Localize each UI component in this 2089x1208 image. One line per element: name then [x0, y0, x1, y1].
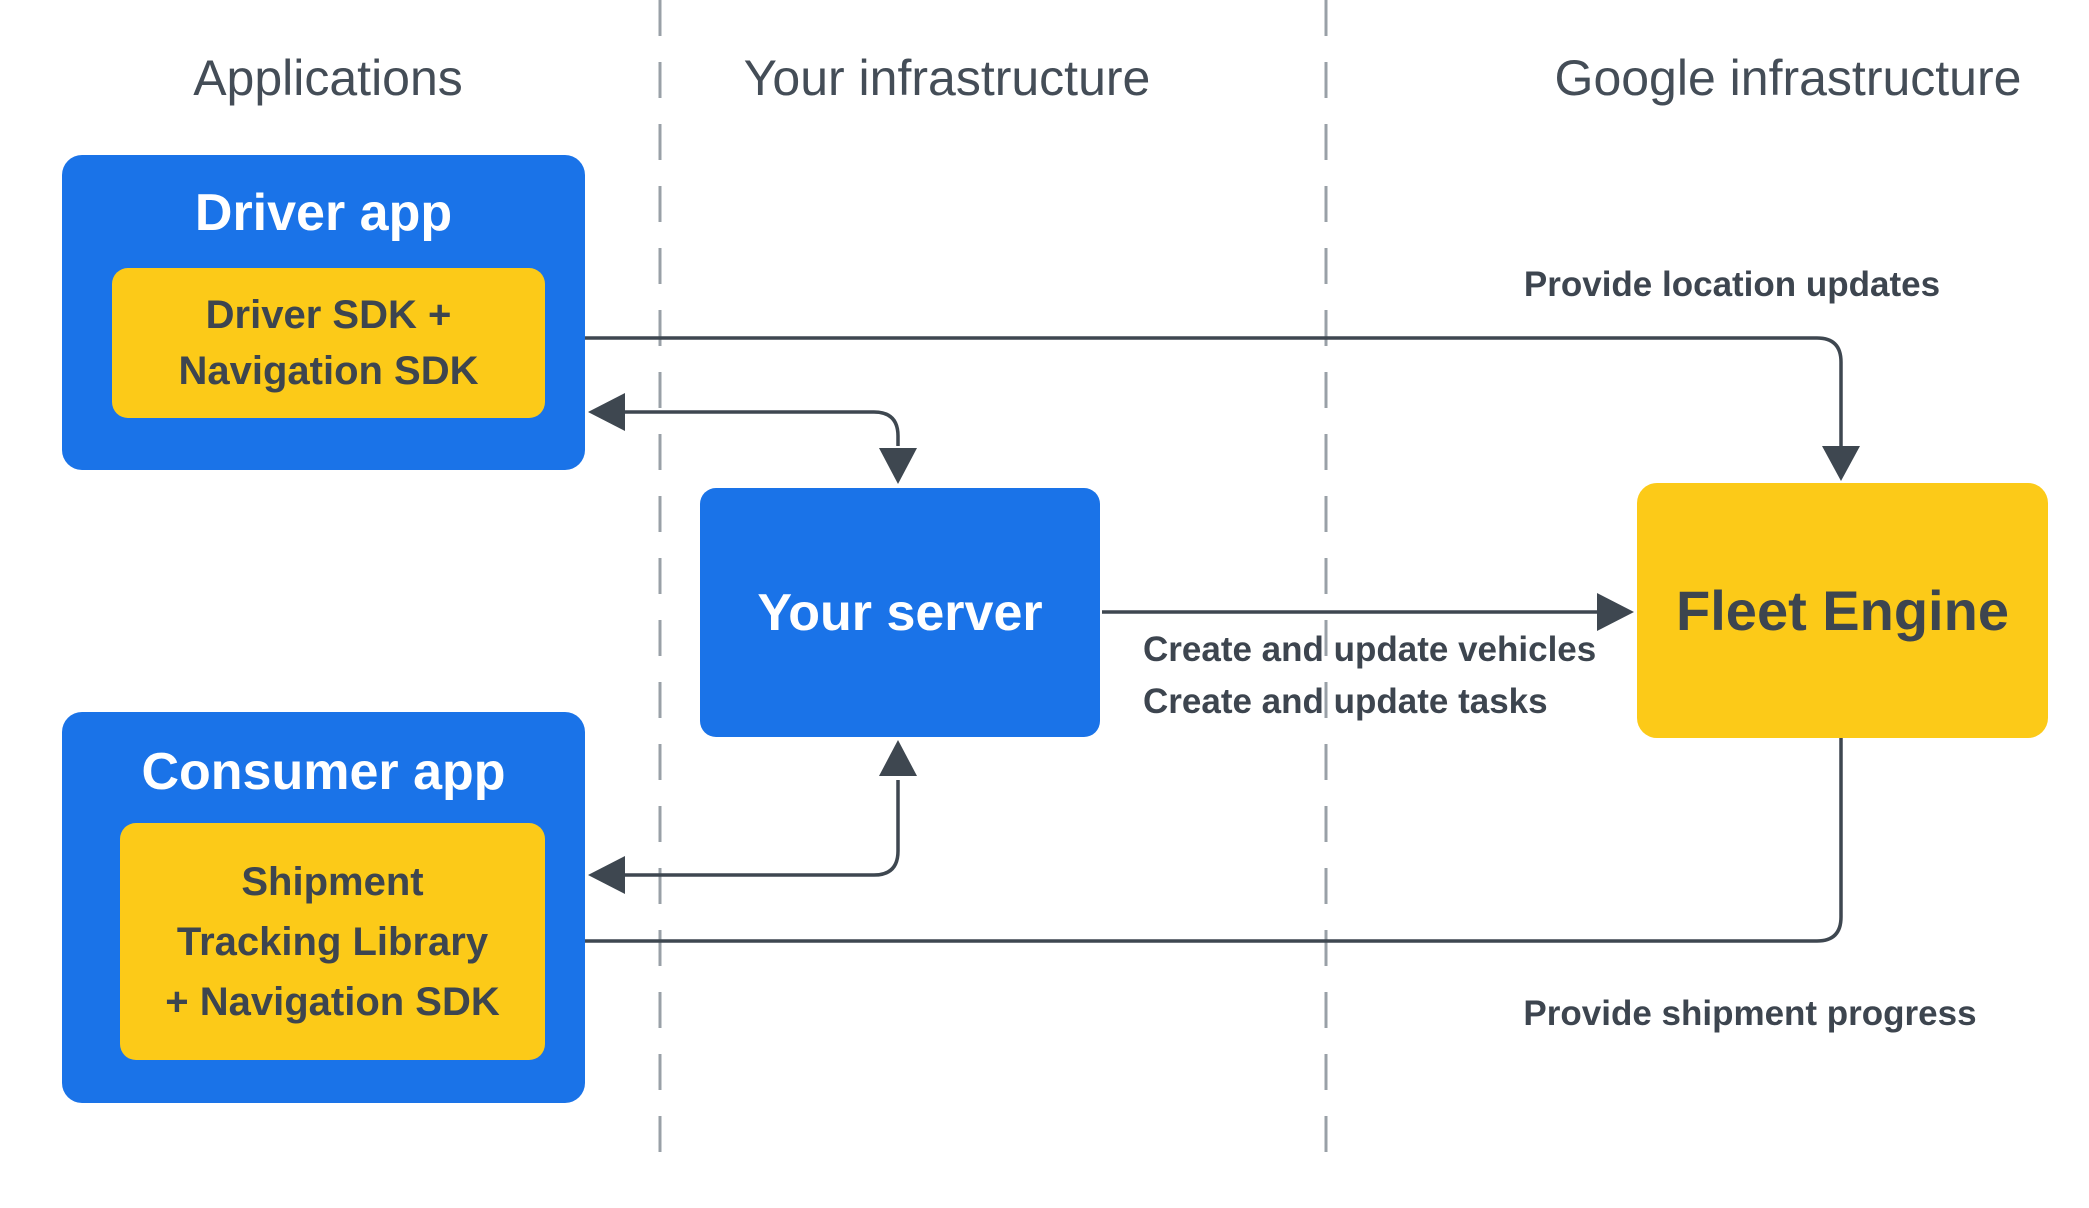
your-server-box: Your server — [700, 488, 1100, 737]
driver-server-connector — [588, 393, 917, 484]
your-server-title: Your server — [757, 583, 1043, 642]
column-header-applications: Applications — [193, 50, 463, 106]
fleet-engine-title: Fleet Engine — [1676, 579, 2009, 642]
consumer-server-connector — [588, 740, 917, 894]
driver-sdk-line-1: Driver SDK + — [205, 293, 452, 337]
label-provide-shipment-progress: Provide shipment progress — [1523, 994, 1977, 1033]
shipment-progress-connector — [547, 738, 1843, 960]
shipment-library-line-1: Shipment — [241, 859, 424, 904]
arrowhead-into-driver-app — [588, 393, 625, 431]
arrowhead-into-server-bottom — [879, 740, 917, 776]
shipment-library-line-2: Tracking Library — [176, 919, 489, 964]
arrowhead-into-consumer-app — [588, 856, 625, 894]
consumer-app-title: Consumer app — [141, 743, 506, 801]
driver-sdk-line-2: Navigation SDK — [178, 349, 479, 393]
column-header-your-infrastructure: Your infrastructure — [743, 50, 1151, 106]
location-updates-connector — [548, 319, 1860, 481]
arrowhead-into-fleet-engine-top — [1822, 446, 1860, 481]
driver-sdk-box: Driver SDK + Navigation SDK — [112, 268, 545, 418]
fleet-engine-box: Fleet Engine — [1637, 483, 2048, 738]
label-provide-location-updates: Provide location updates — [1523, 265, 1941, 304]
shipment-tracking-library-box: Shipment Tracking Library + Navigation S… — [120, 823, 545, 1060]
driver-app-box: Driver app Driver SDK + Navigation SDK — [62, 155, 585, 470]
consumer-app-box: Consumer app Shipment Tracking Library +… — [62, 712, 585, 1103]
arrowhead-into-server-top — [879, 448, 917, 484]
label-create-tasks: Create and update tasks — [1143, 682, 1548, 721]
shipment-library-line-3: + Navigation SDK — [165, 979, 500, 1024]
label-create-vehicles: Create and update vehicles — [1143, 630, 1597, 669]
server-fleet-connector — [1102, 593, 1634, 631]
column-header-google-infrastructure: Google infrastructure — [1554, 50, 2022, 106]
arrowhead-into-fleet-engine-left — [1597, 593, 1634, 631]
label-create-and-update: Create and update vehicles Create and up… — [1143, 624, 1596, 728]
driver-app-title: Driver app — [194, 184, 453, 242]
